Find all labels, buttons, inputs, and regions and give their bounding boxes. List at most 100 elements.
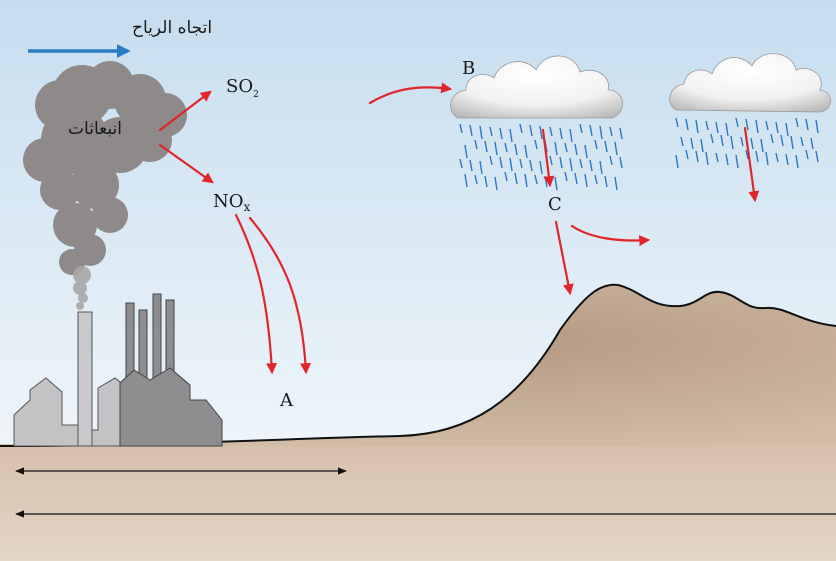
rain-drop [775,121,779,134]
rain-drop [594,174,598,185]
rain-drop [675,154,679,169]
rain-drop [504,142,508,153]
rain-drop [579,158,583,169]
rain-drop [715,152,719,163]
rain-drop [484,140,488,153]
rain-drop [790,135,794,150]
rain-drop [805,118,809,131]
rain-drop [554,141,558,156]
rain-drop [810,137,814,150]
rain-drop [554,176,558,191]
label-c: C [548,194,562,215]
rain-drop [514,143,518,156]
label-a: A [279,390,294,411]
rain-drop [579,123,583,134]
rain-drop [685,149,689,160]
rain-drop [609,155,613,166]
rain-drop [795,117,799,128]
rain-drop [564,171,568,182]
rain-drop [755,150,759,163]
rain-drop [589,159,593,172]
rain-drop [479,160,483,175]
rain-drop [599,160,603,175]
rain-drop [529,124,533,137]
rain-drop [514,172,518,185]
rain-drop [594,139,598,150]
rain-drop [489,155,493,166]
rain-drop [584,173,588,188]
rain-drop [534,139,538,150]
rain-drop [559,127,563,140]
rain-drop [740,136,744,147]
rain-drop [705,151,709,166]
tall-chimney [77,311,93,447]
rain-drop [785,122,789,137]
rain-drop [760,138,764,153]
rain-drop [775,152,779,163]
arrow-nox-to-a-1 [234,213,278,375]
rain-drop [815,119,819,134]
mountain [0,284,836,446]
arrow-right-cloud-down [743,126,760,203]
arrow-c-to-mountain [554,220,574,296]
arrow-to-cloud-b [368,82,453,105]
arrow-to-so2 [158,90,212,132]
rain-drop [474,139,478,150]
rain-drop [549,126,553,137]
rain-drop [815,150,819,163]
rain-drop [770,133,774,144]
rain-drop [675,117,679,128]
emissions-label: انبعاثات [68,119,122,139]
smoke-trail [73,266,91,310]
rain-drop [584,144,588,159]
rain-drop [504,171,508,182]
rain-drop [519,158,523,169]
rain-drop [695,150,699,163]
rain-drop [509,157,513,172]
rain-drop [765,120,769,131]
rain-drop [479,125,483,140]
rain-drop [715,121,719,134]
rain-drop [459,158,463,169]
rain-drop [574,172,578,185]
rain-drop [685,118,689,131]
rain-drop [469,159,473,172]
rain-drop [619,156,623,169]
rain-drop [725,153,729,166]
nox-label: NOx [213,191,251,214]
rain-drop [459,123,463,134]
rain-drop [519,123,523,134]
rain-drop [735,117,739,128]
rain-drop [569,157,573,172]
rain-drop [559,156,563,169]
rain-right [675,117,819,169]
rain-b [459,123,623,191]
rain-drop [599,125,603,140]
rain-drop [730,135,734,150]
rain-drop [755,119,759,134]
rain-drop [785,153,789,166]
rain-drop [690,137,694,150]
rain-drop [464,173,468,188]
rain-drop [614,141,618,156]
rain-drop [509,128,513,143]
rain-drop [745,149,749,160]
rain-drop [589,124,593,137]
label-b: B [462,58,475,79]
rain-drop [464,144,468,159]
arrow-cloud-b-to-c [541,128,555,188]
rain-drop [800,136,804,147]
arrow-nox-to-a-2 [248,216,312,375]
rain-drop [680,136,684,147]
rain-drop [499,156,503,169]
rain-drop [469,124,473,137]
rain-drop [494,141,498,156]
rain-drop [795,154,799,169]
rain-drop [735,154,739,169]
rain-drop [614,176,618,191]
arrow-c-to-right [570,224,651,247]
rain-drop [765,151,769,166]
rain-drop [499,127,503,140]
